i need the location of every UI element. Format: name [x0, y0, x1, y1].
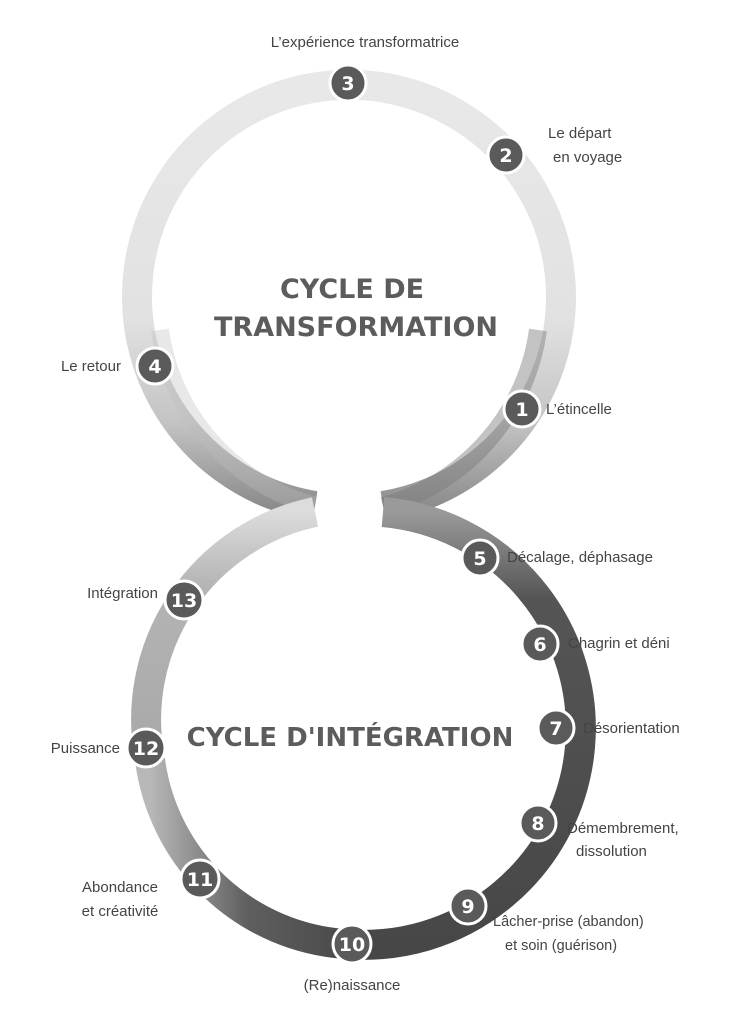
- svg-text:4: 4: [148, 356, 161, 378]
- bottom-cycle-title: CYCLE D'INTÉGRATION: [187, 721, 514, 753]
- svg-text:5: 5: [473, 548, 486, 570]
- step-label-5: Décalage, déphasage: [507, 549, 653, 566]
- svg-text:7: 7: [549, 718, 562, 740]
- step-label-8-line2: dissolution: [576, 843, 647, 860]
- svg-text:13: 13: [171, 590, 197, 612]
- svg-text:2: 2: [499, 145, 512, 167]
- step-badge-2: 2: [486, 135, 526, 175]
- step-badge-9: 9: [448, 886, 488, 926]
- svg-text:3: 3: [341, 73, 354, 95]
- step-label-7: Désorientation: [583, 720, 680, 737]
- step-badge-5: 5: [460, 538, 500, 578]
- svg-text:10: 10: [339, 934, 365, 956]
- step-label-9-line1: Lâcher-prise (abandon): [493, 914, 644, 930]
- step-label-6: Chagrin et déni: [568, 635, 670, 652]
- step-badge-7: 7: [536, 708, 576, 748]
- step-label-1: L’étincelle: [546, 401, 612, 418]
- step-label-9-line2: et soin (guérison): [505, 938, 617, 954]
- step-badge-13: 13: [163, 579, 205, 621]
- svg-text:9: 9: [461, 896, 474, 918]
- step-label-11-line1: Abondance: [82, 879, 158, 896]
- step-label-8-line1: Démembrement,: [567, 820, 679, 837]
- svg-text:6: 6: [533, 634, 546, 656]
- step-badge-12: 12: [125, 727, 167, 769]
- step-label-10: (Re)naissance: [304, 977, 401, 994]
- step-badge-3: 3: [328, 63, 368, 103]
- step-badge-11: 11: [179, 858, 221, 900]
- step-label-12: Puissance: [51, 740, 120, 757]
- step-label-2-line2: en voyage: [553, 149, 622, 166]
- step-badge-10: 10: [331, 923, 373, 965]
- step-badge-6: 6: [520, 624, 560, 664]
- step-label-13: Intégration: [87, 585, 158, 602]
- step-badge-4: 4: [135, 346, 175, 386]
- step-label-2-line1: Le départ: [548, 125, 612, 142]
- top-cycle-title-line2: TRANSFORMATION: [214, 312, 498, 343]
- step-label-4: Le retour: [61, 358, 121, 375]
- svg-text:12: 12: [133, 738, 159, 760]
- step-badge-8: 8: [518, 803, 558, 843]
- svg-text:11: 11: [187, 869, 213, 891]
- step-label-3: L’expérience transformatrice: [271, 34, 459, 51]
- svg-text:8: 8: [531, 813, 544, 835]
- step-label-11-line2: et créativité: [82, 903, 159, 920]
- svg-text:1: 1: [515, 399, 528, 421]
- top-cycle-title-line1: CYCLE DE: [280, 274, 424, 305]
- step-badge-1: 1: [502, 389, 542, 429]
